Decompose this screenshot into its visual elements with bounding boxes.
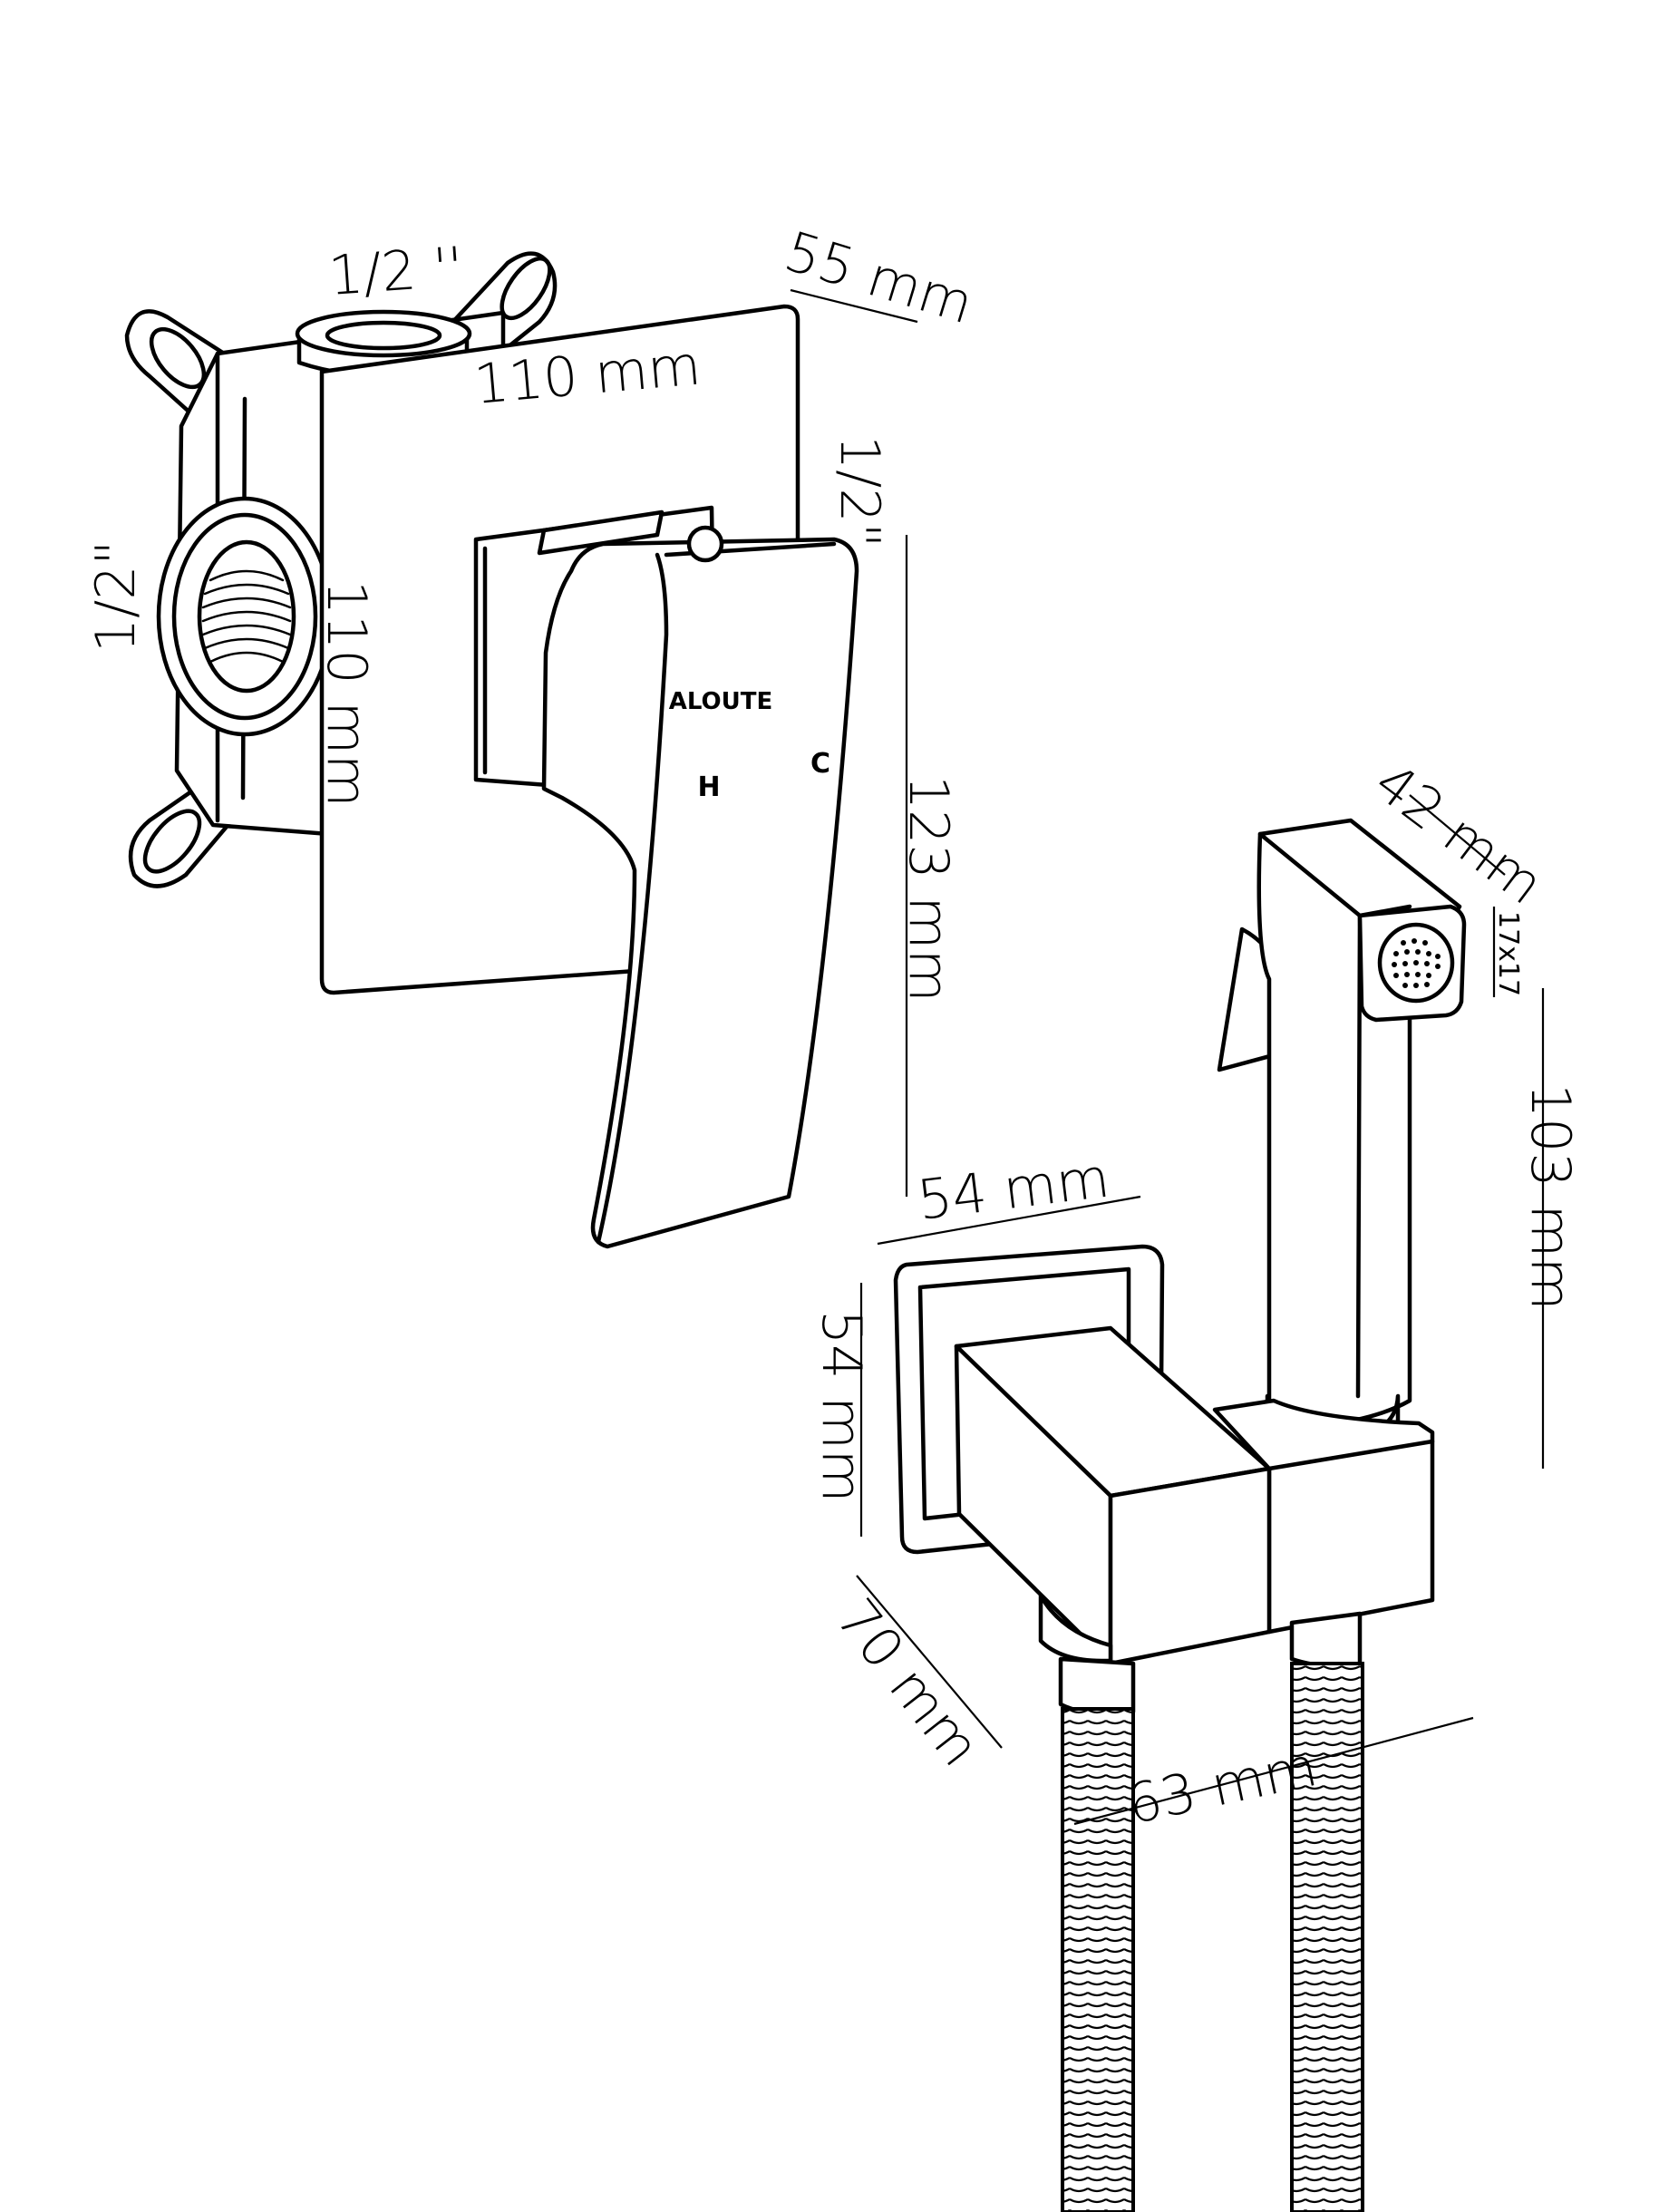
- wall-holder: [893, 1244, 1435, 1716]
- plate-height-label: 110 mm: [315, 580, 378, 808]
- hot-mark: H: [697, 771, 720, 803]
- left-thread-label: 1/2": [84, 540, 148, 653]
- hoses: [1061, 1662, 1364, 2212]
- left-thread-port: [156, 496, 334, 737]
- holder-width-label: 54 mm: [914, 1147, 1112, 1233]
- holder-height-label: 54 mm: [810, 1310, 873, 1502]
- handle-height-label: 123 mm: [897, 775, 960, 1003]
- valve-depth-label: 55 mm: [778, 219, 981, 336]
- brand-mark: ALOUTE: [669, 688, 772, 715]
- right-thread-label: 1/2": [828, 435, 891, 548]
- sprayer-height-label: 103 mm: [1518, 1083, 1582, 1311]
- holder-depth-label: 70 mm: [823, 1587, 992, 1778]
- dimension-lines-valve: [790, 288, 918, 1197]
- sprayer-face-label: 17x17: [1492, 911, 1524, 996]
- cold-mark: C: [810, 748, 830, 780]
- spray-holes: [1392, 938, 1441, 988]
- mixer-handle: ALOUTE H C: [473, 505, 859, 1249]
- dimension-lines-sprayer: [856, 794, 1545, 1826]
- valve-top-thread-label: 1/2 '': [326, 236, 465, 308]
- hand-sprayer: [1217, 818, 1467, 1460]
